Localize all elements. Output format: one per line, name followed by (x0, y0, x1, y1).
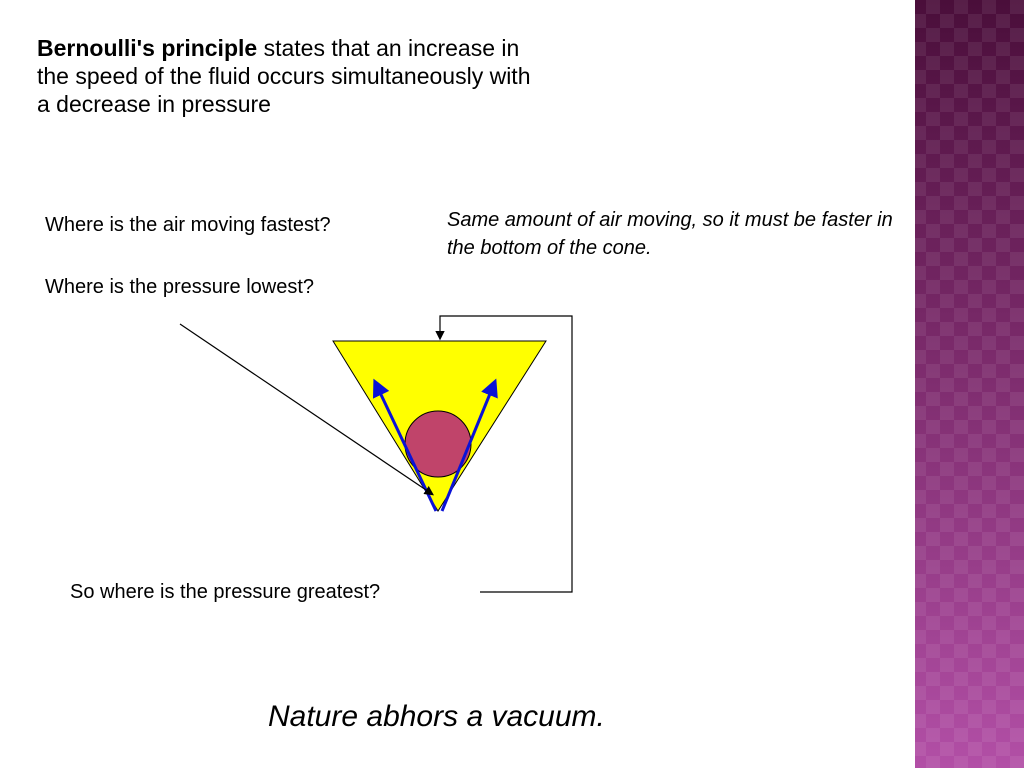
bernoulli-term: Bernoulli's principle (37, 35, 258, 61)
pointer-line-to-cone-bottom (179, 323, 434, 496)
answer-note: Same amount of air moving, so it must be… (447, 209, 893, 259)
airflow-arrow-right (440, 378, 498, 512)
question-lowest-pressure: Where is the pressure lowest? (45, 276, 315, 298)
bernoulli-definition: states that an increase in the speed of … (37, 35, 531, 117)
pointer-bracket-to-cone-top (435, 315, 573, 593)
question-fastest: Where is the air moving fastest? (45, 214, 331, 236)
decorative-side-band (912, 0, 1024, 768)
question-greatest-pressure: So where is the pressure greatest? (70, 581, 381, 603)
bernoulli-statement: Bernoulli's principle states that an inc… (37, 34, 537, 118)
tagline: Nature abhors a vacuum. (268, 700, 605, 733)
